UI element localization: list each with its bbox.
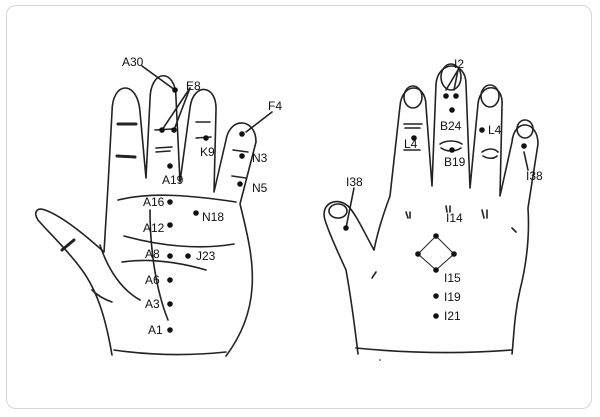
diagram-card	[6, 5, 592, 409]
label-a8: A8	[145, 247, 160, 261]
label-a3: A3	[145, 297, 160, 311]
label-i21: I21	[444, 309, 461, 323]
label-i38-right: I38	[526, 169, 543, 183]
left-wrist-line	[113, 349, 227, 356]
label-a30: A30	[122, 55, 144, 69]
label-n3: N3	[252, 151, 268, 165]
label-i19: I19	[444, 290, 461, 304]
right-wrist-line	[355, 347, 513, 354]
left-hand-outline	[35, 74, 257, 357]
label-i2: I2	[454, 57, 464, 71]
label-k9: K9	[200, 145, 215, 159]
label-i38-left: I38	[346, 175, 363, 189]
label-l4-right: L4	[488, 123, 502, 137]
label-a6: A6	[145, 273, 160, 287]
label-b19: B19	[444, 155, 466, 169]
label-a1: A1	[148, 323, 163, 337]
label-n18: N18	[202, 210, 224, 224]
label-f4: F4	[268, 99, 282, 113]
label-e8: E8	[186, 79, 201, 93]
label-a16: A16	[143, 195, 165, 209]
label-j23: J23	[196, 249, 216, 263]
label-a12: A12	[143, 221, 165, 235]
right-hand-outline	[323, 65, 539, 355]
label-n5: N5	[252, 181, 268, 195]
label-b24: B24	[440, 119, 462, 133]
label-i14: I14	[446, 211, 463, 225]
label-i15: I15	[444, 271, 461, 285]
label-a19: A19	[162, 173, 184, 187]
label-l4-left: L4	[404, 137, 418, 151]
